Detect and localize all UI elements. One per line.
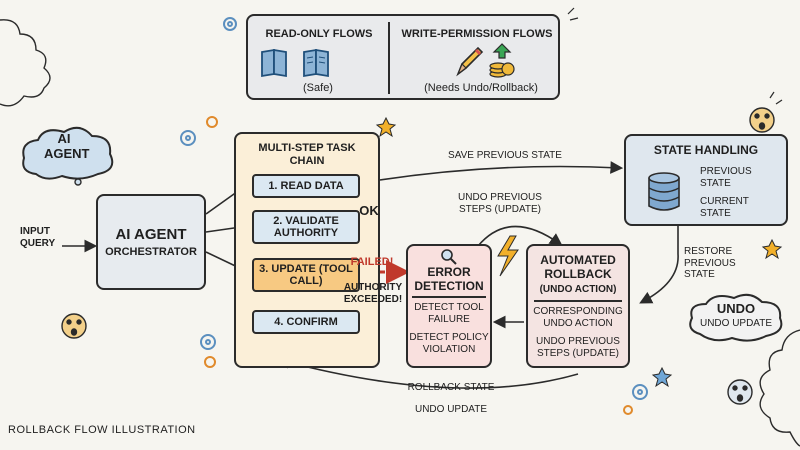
error-item-tool-failure: DETECT TOOL FAILURE [414, 302, 484, 325]
rollback-title: AUTOMATED ROLLBACK [540, 253, 616, 281]
input-query-label: INPUT QUERY [20, 226, 56, 249]
step-update-tool-call: 3. UPDATE (TOOL CALL) [252, 258, 360, 292]
ai-agent-cloud-label: AI AGENT [44, 131, 90, 161]
error-divider [412, 296, 486, 298]
footer-title: ROLLBACK FLOW ILLUSTRATION [8, 424, 196, 436]
undo-cloud: UNDO UNDO UPDATE [686, 290, 786, 351]
book-icon [260, 46, 340, 83]
ok-label: OK [359, 203, 379, 218]
step-read-data: 1. READ DATA [252, 174, 360, 198]
orchestrator-subtitle: ORCHESTRATOR [105, 246, 197, 258]
undo-update-bottom-label: UNDO UPDATE [414, 404, 488, 415]
step-validate-authority: 2. VALIDATE AUTHORITY [252, 210, 360, 244]
undo-cloud-subtitle: UNDO UPDATE [699, 318, 773, 329]
legend-write-title: WRITE-PERMISSION FLOWS [401, 28, 553, 40]
gear-icons [180, 17, 648, 400]
star-icons [375, 116, 783, 388]
state-current-label: CURRENT STATE [700, 196, 749, 219]
rollback-box: AUTOMATED ROLLBACK (UNDO ACTION) CORRESP… [526, 244, 630, 368]
state-handling-box: STATE HANDLING PREVIOUS STATE CURRENT ST… [624, 134, 788, 226]
surprised-face-icons [61, 107, 775, 405]
failed-label: FAILED! [350, 256, 394, 268]
magnifier-icon [440, 248, 458, 271]
legend-read-only-note: (Safe) [303, 82, 333, 94]
rollback-subtitle: (UNDO ACTION) [539, 284, 617, 295]
rollback-item-undo-previous: UNDO PREVIOUS STEPS (UPDATE) [536, 336, 620, 359]
state-handling-title: STATE HANDLING [653, 143, 759, 157]
bottom-right-cloud-outline [759, 329, 800, 447]
legend-read-only-title: READ-ONLY FLOWS [265, 28, 373, 40]
undo-previous-steps-top-label: UNDO PREVIOUS STEPS (UPDATE) [458, 192, 542, 215]
legend-box: READ-ONLY FLOWS (Safe) WRITE-PERMISSION … [246, 14, 560, 100]
undo-cloud-title: UNDO [716, 301, 756, 316]
lightning-bolt [497, 235, 519, 277]
top-left-cloud-outline [0, 19, 51, 107]
spark-lines [567, 7, 783, 105]
state-previous-label: PREVIOUS STATE [700, 166, 752, 189]
pencil-icon [454, 44, 484, 83]
save-previous-state-label: SAVE PREVIOUS STATE [448, 150, 562, 161]
error-detection-box: ERROR DETECTION DETECT TOOL FAILURE DETE… [406, 244, 492, 368]
ai-agent-cloud: AI AGENT [18, 124, 118, 191]
task-chain-box: MULTI-STEP TASK CHAIN 1. READ DATA 2. VA… [234, 132, 380, 368]
restore-previous-state-label: RESTORE PREVIOUS STATE [684, 246, 736, 280]
error-item-policy-violation: DETECT POLICY VIOLATION [409, 332, 489, 355]
orchestrator-title: AI AGENT [115, 226, 187, 243]
money-icon [488, 42, 516, 85]
orange-gear-icons [204, 116, 633, 415]
task-chain-title: MULTI-STEP TASK CHAIN [258, 142, 356, 167]
orchestrator-box: AI AGENT ORCHESTRATOR [96, 194, 206, 290]
authority-exceeded-label: AUTHORITY EXCEEDED! [343, 282, 403, 305]
step-confirm: 4. CONFIRM [252, 310, 360, 334]
rollback-divider [534, 300, 622, 302]
rollback-state-label: ROLLBACK STATE [407, 382, 495, 393]
rollback-item-corresponding: CORRESPONDING UNDO ACTION [533, 306, 623, 329]
legend-divider [388, 22, 390, 94]
legend-write-note: (Needs Undo/Rollback) [424, 82, 538, 94]
error-detection-title: ERROR DETECTION [414, 265, 484, 293]
database-icon [646, 170, 682, 219]
